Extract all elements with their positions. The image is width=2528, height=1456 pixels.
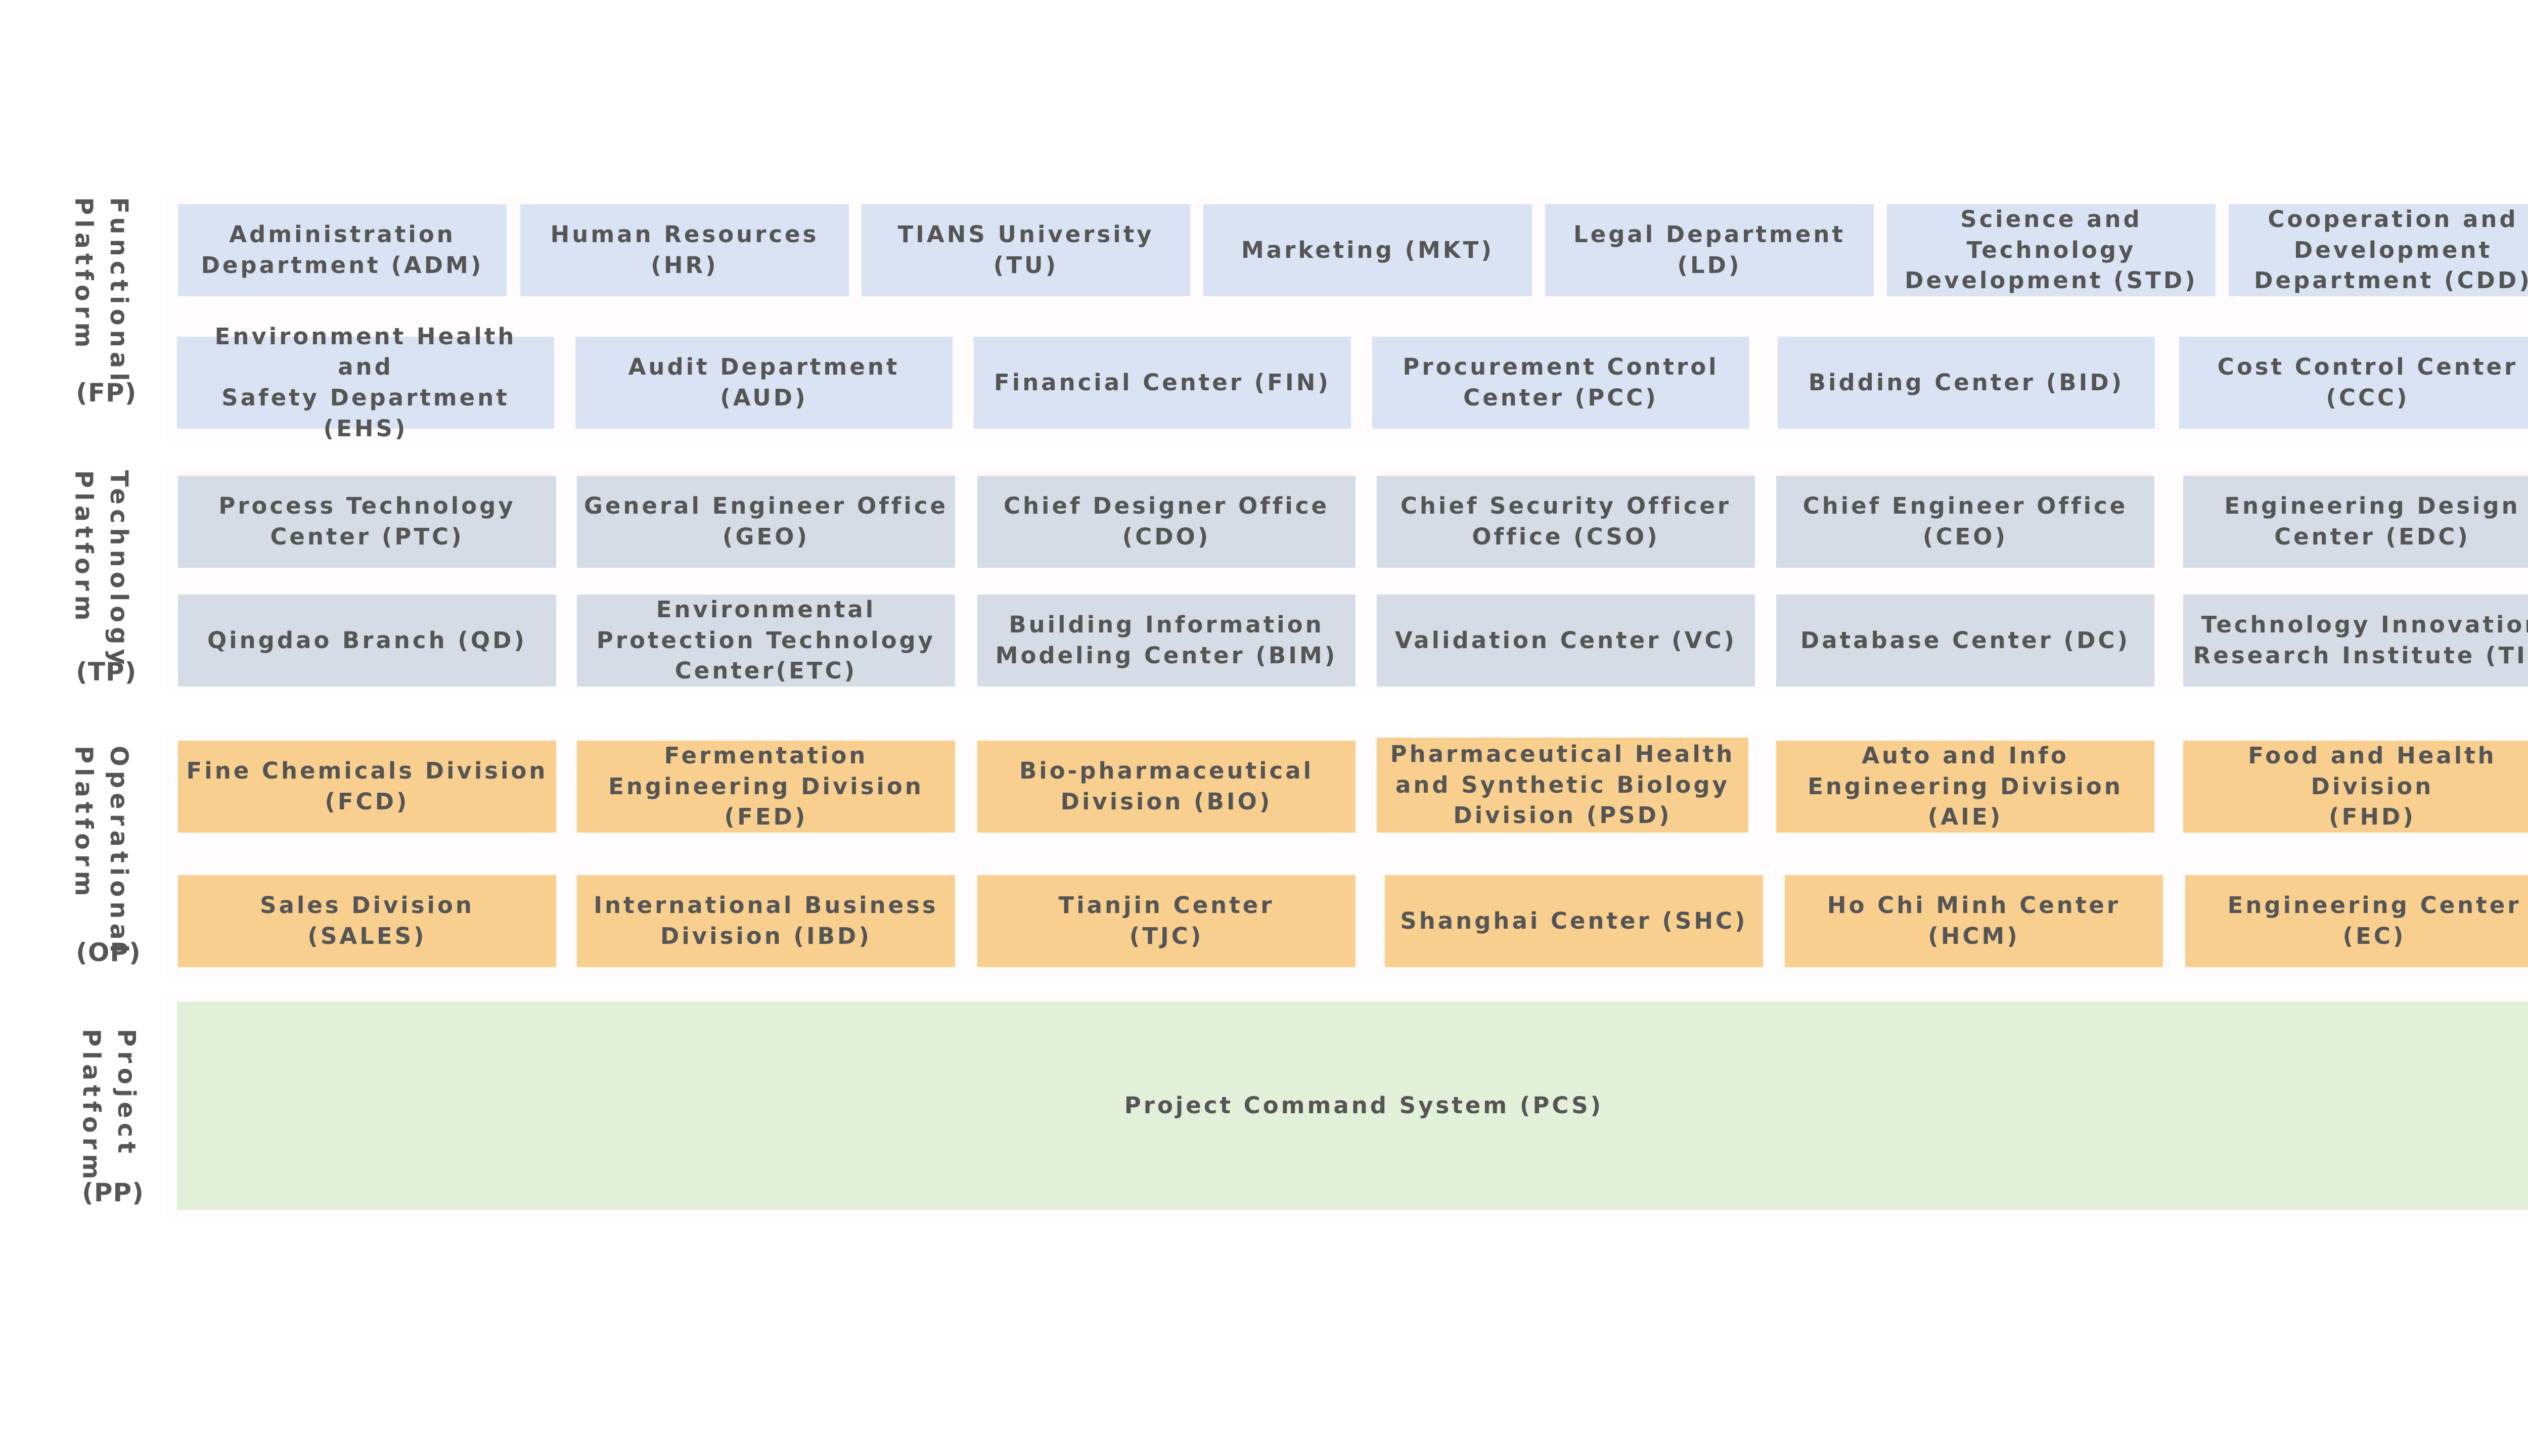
dept-hcm: Ho Chi Minh Center (HCM) [1785, 875, 2163, 967]
dept-mkt: Marketing (MKT) [1203, 204, 1532, 296]
operational-platform-name: Operational Platform [69, 746, 133, 958]
dept-adm: Administration Department (ADM) [178, 204, 507, 296]
dept-ehs: Environment Health and Safety Department… [177, 323, 554, 442]
dept-bid: Bidding Center (BID) [1778, 337, 2155, 429]
dept-geo: General Engineer Office (GEO) [577, 476, 955, 568]
technology-platform-abbr: (TP) [76, 657, 137, 687]
dept-dc: Database Center (DC) [1776, 595, 2154, 687]
operational-platform-abbr: (OP) [76, 938, 141, 967]
dept-tjc: Tianjin Center (TJC) [977, 875, 1356, 967]
dept-shc: Shanghai Center (SHC) [1385, 875, 1763, 967]
dept-bim: Building Information Modeling Center (BI… [977, 595, 1356, 687]
project-platform-name: Project Platform [77, 1029, 141, 1184]
dept-ptc: Process Technology Center (PTC) [178, 476, 556, 568]
dept-cdd: Cooperation and Development Department (… [2229, 204, 2528, 296]
dept-psd: Pharmaceutical Health and Synthetic Biol… [1377, 738, 1748, 833]
dept-tu: TIANS University (TU) [862, 204, 1190, 296]
technology-platform-name: Technology Platform [69, 470, 133, 669]
dept-aud: Audit Department (AUD) [575, 337, 953, 429]
dept-pcc: Procurement Control Center (PCC) [1372, 337, 1749, 429]
dept-ld: Legal Department (LD) [1545, 204, 1874, 296]
dept-etc: Environmental Protection Technology Cent… [577, 595, 955, 687]
dept-fin: Financial Center (FIN) [974, 337, 1351, 429]
dept-sales: Sales Division (SALES) [178, 875, 556, 967]
dept-std: Science and Technology Development (STD) [1887, 204, 2216, 296]
dept-ibd: International Business Division (IBD) [577, 875, 955, 967]
dept-fed: Fermentation Engineering Division (FED) [577, 741, 955, 833]
dept-bio: Bio-pharmaceutical Division (BIO) [977, 741, 1356, 833]
dept-edc: Engineering Design Center (EDC) [2183, 476, 2528, 568]
project-command-system: Project Command System (PCS) [177, 1002, 2528, 1210]
functional-platform-abbr: (FP) [76, 378, 137, 407]
dept-fcd: Fine Chemicals Division (FCD) [178, 741, 556, 833]
dept-ceo: Chief Engineer Office (CEO) [1776, 476, 2154, 568]
dept-qd: Qingdao Branch (QD) [178, 595, 556, 687]
dept-ec: Engineering Center (EC) [2185, 875, 2528, 967]
project-platform-abbr: (PP) [82, 1178, 144, 1207]
dept-cdo: Chief Designer Office (CDO) [977, 476, 1356, 568]
dept-aie: Auto and Info Engineering Division (AIE) [1776, 741, 2154, 833]
dept-fhd: Food and Health Division (FHD) [2183, 741, 2528, 833]
dept-vc: Validation Center (VC) [1377, 595, 1755, 687]
functional-platform-name: Functional Platform [69, 197, 133, 386]
dept-ccc: Cost Control Center (CCC) [2179, 337, 2528, 429]
dept-tii: Technology Innovation Research Institute… [2183, 595, 2528, 687]
dept-hr: Human Resources (HR) [520, 204, 849, 296]
dept-cso: Chief Security Officer Office (CSO) [1377, 476, 1755, 568]
